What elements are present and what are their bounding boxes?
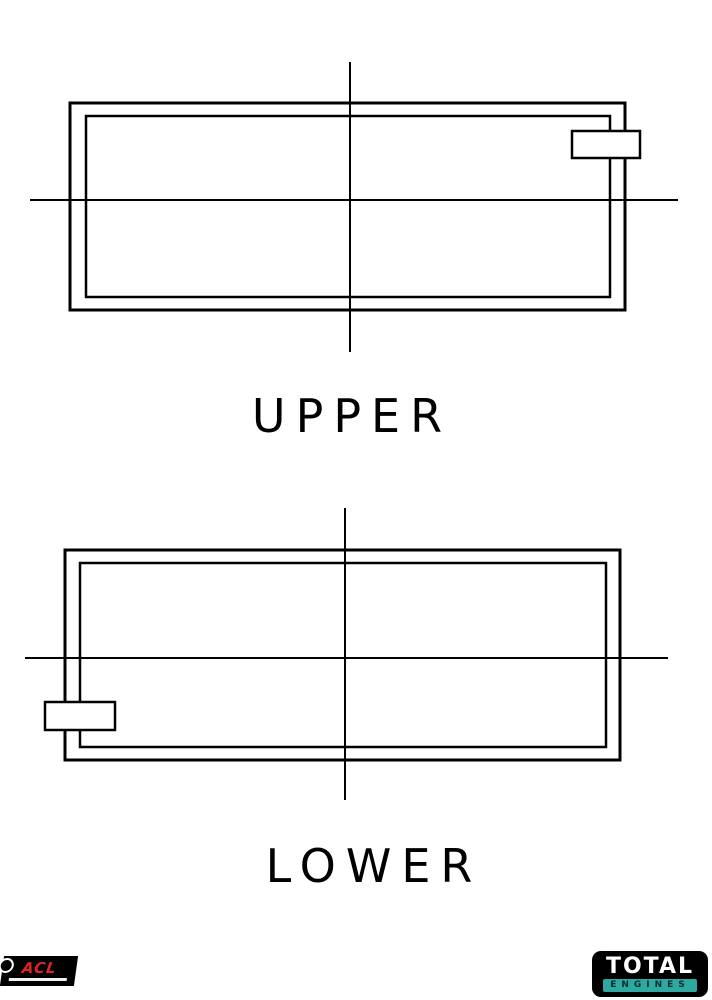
lower-shell-outer-outline — [63, 548, 622, 762]
acl-logo-emblem-icon — [0, 958, 15, 973]
lower-label: LOWER — [265, 839, 483, 893]
total-engines-logo: TOTAL ENGINES — [592, 951, 708, 997]
acl-logo-subtext-line — [8, 978, 68, 981]
upper-locating-tab — [570, 129, 642, 160]
lower-locating-tab — [43, 700, 117, 732]
acl-logo-text: ACL — [20, 959, 59, 977]
total-engines-logo-engines-text: ENGINES — [603, 978, 697, 992]
lower-shell-inner-outline — [78, 561, 608, 749]
upper-bearing-drawing — [30, 62, 678, 352]
upper-shell-outer-outline — [68, 101, 627, 312]
total-engines-logo-total-text: TOTAL — [605, 953, 695, 979]
acl-logo: ACL — [0, 956, 79, 986]
upper-shell-inner-outline — [84, 114, 612, 299]
lower-bearing-drawing — [25, 508, 668, 800]
upper-label: UPPER — [251, 389, 453, 443]
